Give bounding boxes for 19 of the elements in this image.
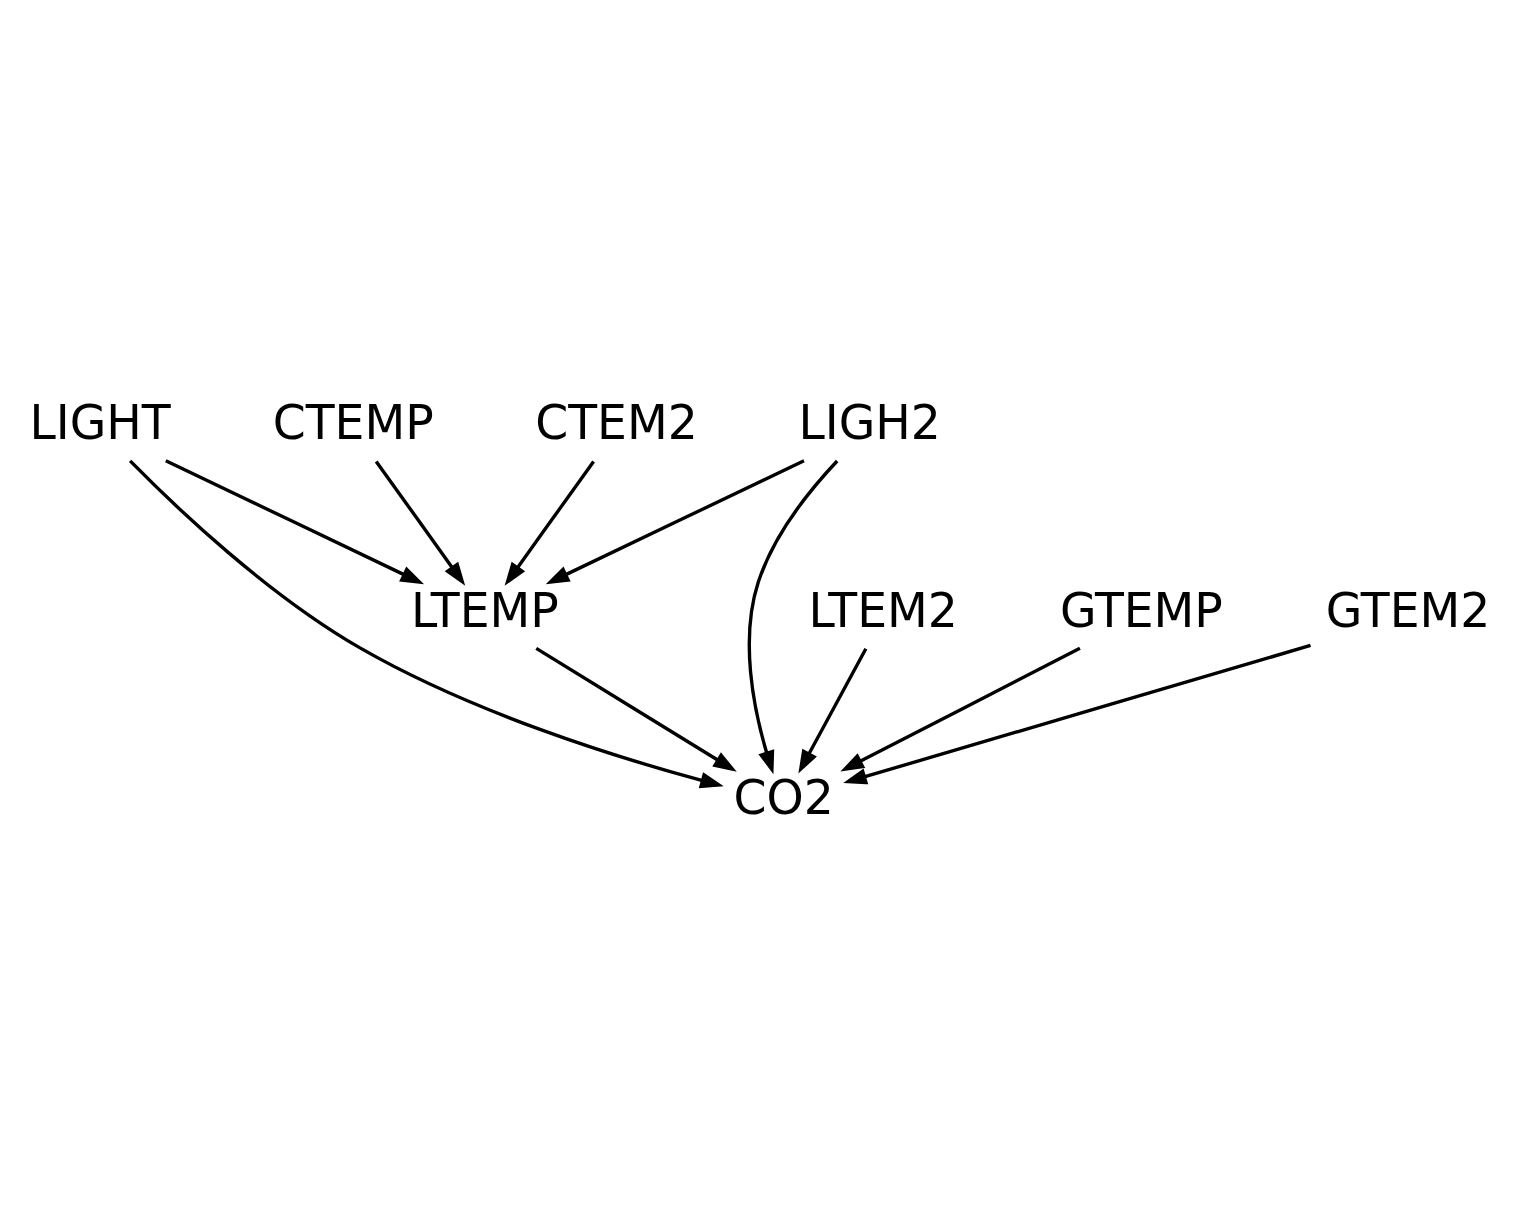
- node-text: LIGHT: [29, 395, 171, 451]
- node-text: LIGH2: [798, 395, 941, 451]
- node-text: GTEM2: [1325, 582, 1491, 638]
- arrow: [843, 643, 1311, 785]
- arrow: [128, 459, 724, 789]
- arrow: [545, 459, 805, 585]
- arrow: [798, 647, 868, 774]
- arrow: [374, 460, 466, 586]
- node-text: CTEM2: [535, 395, 698, 451]
- node-text: CO2: [733, 769, 834, 825]
- arrow: [165, 459, 425, 585]
- node-text: CTEMP: [272, 395, 434, 451]
- arrow: [840, 646, 1081, 772]
- node-text: GTEMP: [1059, 582, 1223, 638]
- node-text: LTEM2: [808, 582, 958, 638]
- arrow: [504, 460, 595, 586]
- node-text: LTEMP: [411, 582, 559, 638]
- arrow: [535, 646, 737, 772]
- arrow: [747, 459, 839, 775]
